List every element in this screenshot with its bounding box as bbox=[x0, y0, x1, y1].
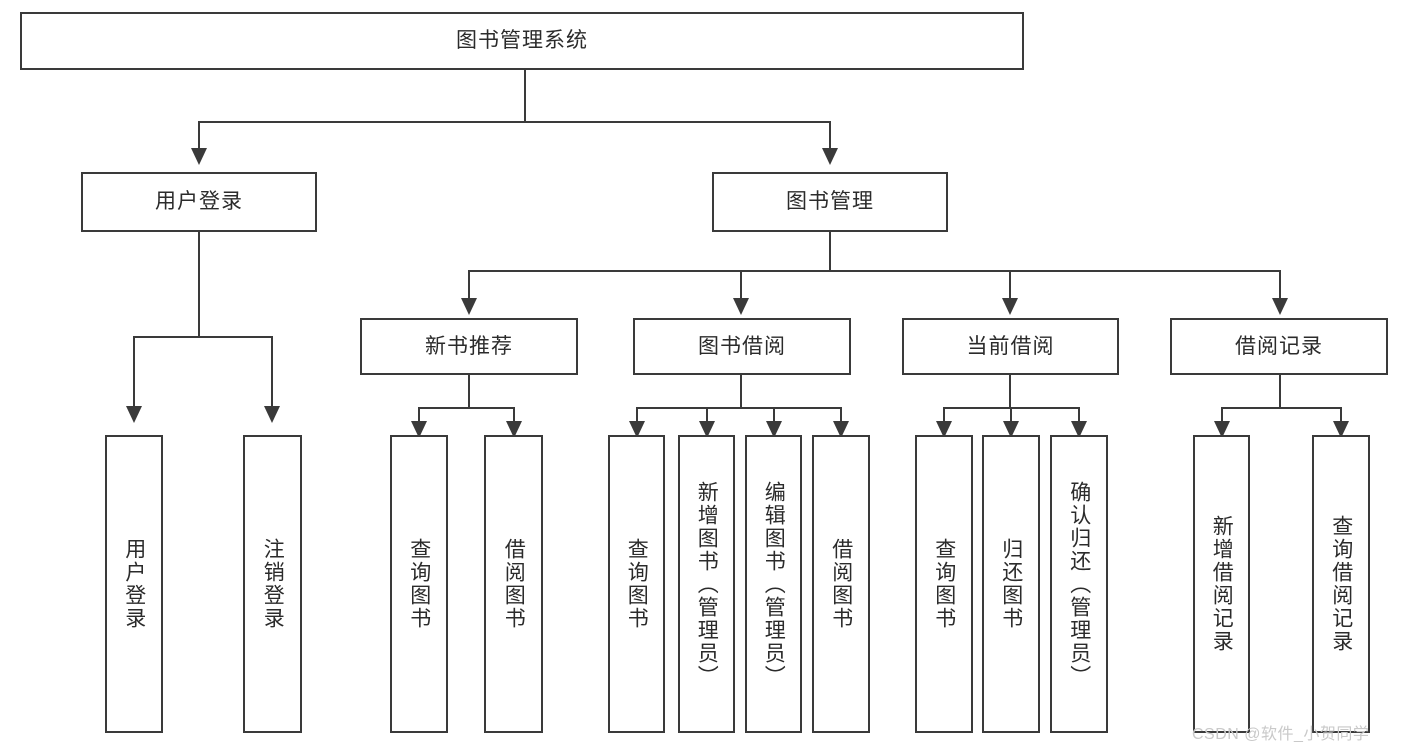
arrow-user-login-2 bbox=[264, 406, 280, 423]
connector-nbr-drop-1 bbox=[418, 407, 420, 423]
node-borrow-record[interactable]: 借阅记录 bbox=[1170, 318, 1388, 375]
leaf-book-borrow-2-label: 新增图书（管理员） bbox=[695, 480, 719, 688]
connector-cb-stem bbox=[1009, 375, 1011, 408]
connector-br-drop-2 bbox=[1340, 407, 1342, 423]
leaf-new-book-recommend-2-label: 借阅图书 bbox=[502, 538, 526, 630]
node-book-management[interactable]: 图书管理 bbox=[712, 172, 948, 232]
connector-level3-drop-1 bbox=[468, 270, 470, 298]
leaf-borrow-record-1-label: 新增借阅记录 bbox=[1210, 515, 1234, 653]
leaf-book-borrow-1[interactable]: 查询图书 bbox=[608, 435, 665, 733]
node-book-borrow-label: 图书借阅 bbox=[698, 334, 786, 358]
leaf-current-borrow-2-label: 归还图书 bbox=[999, 538, 1023, 630]
connector-bb-drop-3 bbox=[773, 407, 775, 423]
connector-bb-drop-2 bbox=[706, 407, 708, 423]
connector-level3-drop-4 bbox=[1279, 270, 1281, 298]
connector-nbr-stem bbox=[468, 375, 470, 408]
arrow-cb-3 bbox=[1071, 421, 1087, 438]
arrow-bb-3 bbox=[766, 421, 782, 438]
connector-br-stem bbox=[1279, 375, 1281, 408]
connector-cb-drop-3 bbox=[1078, 407, 1080, 423]
connector-cb-drop-1 bbox=[943, 407, 945, 423]
connector-level2-bus bbox=[199, 121, 831, 123]
arrow-br-2 bbox=[1333, 421, 1349, 438]
connector-level2-drop-2 bbox=[829, 121, 831, 148]
connector-book-management-stem bbox=[829, 232, 831, 271]
leaf-book-borrow-2[interactable]: 新增图书（管理员） bbox=[678, 435, 735, 733]
leaf-current-borrow-3-label: 确认归还（管理员） bbox=[1067, 480, 1091, 688]
node-user-login-label: 用户登录 bbox=[155, 190, 243, 214]
arrow-user-login-1 bbox=[126, 406, 142, 423]
node-new-book-recommend[interactable]: 新书推荐 bbox=[360, 318, 578, 375]
connector-cb-drop-2 bbox=[1010, 407, 1012, 423]
leaf-new-book-recommend-1-label: 查询图书 bbox=[407, 538, 431, 630]
leaf-book-borrow-4-label: 借阅图书 bbox=[829, 538, 853, 630]
connector-user-login-bus bbox=[134, 336, 273, 338]
arrow-cb-2 bbox=[1003, 421, 1019, 438]
connector-bb-drop-1 bbox=[636, 407, 638, 423]
connector-bb-bus bbox=[637, 407, 842, 409]
arrow-level3-4 bbox=[1272, 298, 1288, 315]
arrow-level3-1 bbox=[461, 298, 477, 315]
leaf-current-borrow-1-label: 查询图书 bbox=[932, 538, 956, 630]
connector-level3-drop-3 bbox=[1009, 270, 1011, 298]
connector-bb-stem bbox=[740, 375, 742, 408]
arrow-nbr-1 bbox=[411, 421, 427, 438]
connector-nbr-drop-2 bbox=[513, 407, 515, 423]
connector-level3-bus bbox=[469, 270, 1280, 272]
node-root[interactable]: 图书管理系统 bbox=[20, 12, 1024, 70]
arrow-bb-1 bbox=[629, 421, 645, 438]
connector-bb-drop-4 bbox=[840, 407, 842, 423]
leaf-new-book-recommend-1[interactable]: 查询图书 bbox=[390, 435, 448, 733]
arrow-br-1 bbox=[1214, 421, 1230, 438]
connector-user-login-drop-2 bbox=[271, 336, 273, 406]
connector-root-stem bbox=[524, 70, 526, 122]
arrow-level2-1 bbox=[191, 148, 207, 165]
leaf-user-login-2[interactable]: 注销登录 bbox=[243, 435, 302, 733]
leaf-book-borrow-4[interactable]: 借阅图书 bbox=[812, 435, 870, 733]
node-borrow-record-label: 借阅记录 bbox=[1235, 334, 1323, 358]
connector-br-bus bbox=[1222, 407, 1341, 409]
leaf-new-book-recommend-2[interactable]: 借阅图书 bbox=[484, 435, 543, 733]
connector-level3-drop-2 bbox=[740, 270, 742, 298]
arrow-level2-2 bbox=[822, 148, 838, 165]
leaf-user-login-1[interactable]: 用户登录 bbox=[105, 435, 163, 733]
leaf-book-borrow-1-label: 查询图书 bbox=[625, 538, 649, 630]
arrow-cb-1 bbox=[936, 421, 952, 438]
leaf-borrow-record-2[interactable]: 查询借阅记录 bbox=[1312, 435, 1370, 733]
leaf-book-borrow-3-label: 编辑图书（管理员） bbox=[762, 480, 786, 688]
leaf-current-borrow-2[interactable]: 归还图书 bbox=[982, 435, 1040, 733]
node-book-borrow[interactable]: 图书借阅 bbox=[633, 318, 851, 375]
leaf-user-login-1-label: 用户登录 bbox=[122, 538, 146, 630]
node-current-borrow[interactable]: 当前借阅 bbox=[902, 318, 1119, 375]
node-new-book-recommend-label: 新书推荐 bbox=[425, 334, 513, 358]
connector-level2-drop-1 bbox=[198, 121, 200, 148]
watermark: CSDN @软件_小贺同学 bbox=[1192, 726, 1370, 743]
leaf-borrow-record-2-label: 查询借阅记录 bbox=[1329, 515, 1353, 653]
arrow-nbr-2 bbox=[506, 421, 522, 438]
leaf-current-borrow-3[interactable]: 确认归还（管理员） bbox=[1050, 435, 1108, 733]
connector-user-login-drop-1 bbox=[133, 336, 135, 406]
connector-user-login-stem bbox=[198, 232, 200, 337]
node-user-login[interactable]: 用户登录 bbox=[81, 172, 317, 232]
arrow-level3-3 bbox=[1002, 298, 1018, 315]
arrow-level3-2 bbox=[733, 298, 749, 315]
leaf-user-login-2-label: 注销登录 bbox=[261, 538, 285, 630]
connector-br-drop-1 bbox=[1221, 407, 1223, 423]
leaf-current-borrow-1[interactable]: 查询图书 bbox=[915, 435, 973, 733]
node-book-management-label: 图书管理 bbox=[786, 190, 874, 214]
leaf-book-borrow-3[interactable]: 编辑图书（管理员） bbox=[745, 435, 802, 733]
leaf-borrow-record-1[interactable]: 新增借阅记录 bbox=[1193, 435, 1250, 733]
connector-nbr-bus bbox=[419, 407, 515, 409]
arrow-bb-2 bbox=[699, 421, 715, 438]
arrow-bb-4 bbox=[833, 421, 849, 438]
node-current-borrow-label: 当前借阅 bbox=[966, 334, 1055, 358]
node-root-label: 图书管理系统 bbox=[456, 29, 588, 53]
